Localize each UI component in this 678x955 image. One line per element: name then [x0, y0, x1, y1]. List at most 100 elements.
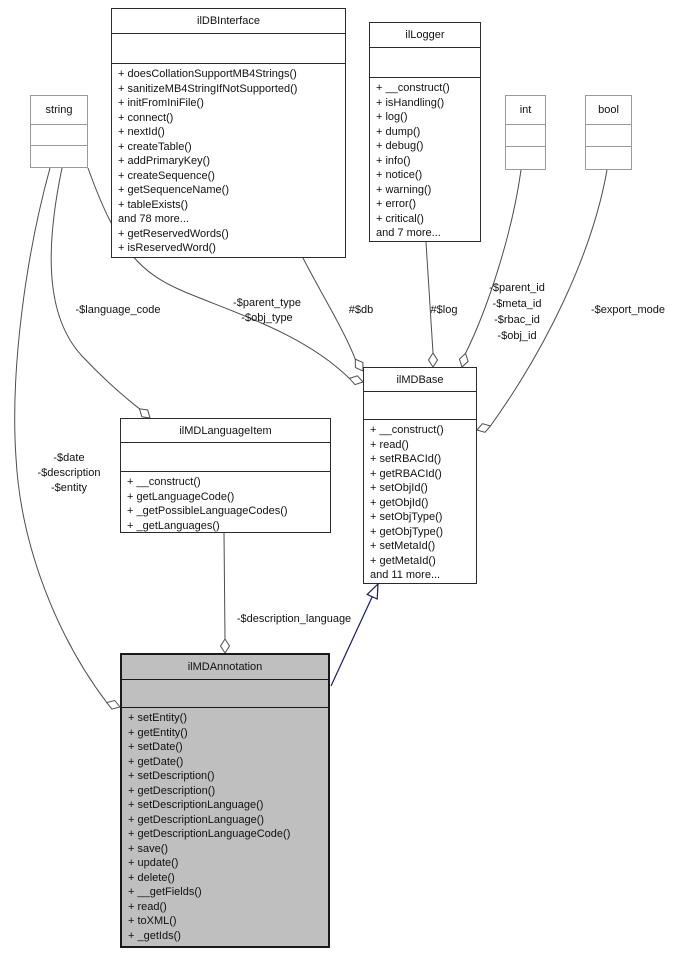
class-node-ilmdbase[interactable]: ilMDBase + __construct()+ read()+ setRBA… [363, 367, 477, 584]
class-attributes-empty [370, 48, 480, 78]
method-label: + getReservedWords() [118, 227, 229, 240]
method-label: + createSequence() [118, 169, 215, 182]
class-attributes-empty [586, 125, 631, 147]
method-label: + createTable() [118, 140, 192, 153]
class-node-ilmdannotation[interactable]: ilMDAnnotation + setEntity() + getEntity(… [120, 653, 330, 948]
method-label: + critical() [376, 212, 424, 225]
method-label: + getSequenceName() [118, 184, 229, 196]
method-label: + nextId() [118, 126, 165, 138]
method-label: + __getFields() [128, 886, 202, 898]
edge-illogger-to-ilmdbase [425, 241, 434, 354]
method-label: + setMetaId() [370, 540, 436, 552]
method-label: + _getIds() [128, 929, 181, 942]
method-label: + setObjId() [370, 482, 428, 494]
class-attributes-empty [364, 392, 476, 420]
class-attributes-empty [121, 443, 330, 472]
method-label: + sanitizeMB4StringIfNotSupported() [118, 82, 298, 95]
class-node-int[interactable]: int [505, 95, 546, 170]
method-label: + _getLanguages() [127, 519, 220, 532]
edge-string-to-ilmdannotation [14, 167, 108, 703]
method-label: + getMetaId() [370, 554, 436, 567]
method-label: + setEntity() [128, 712, 187, 724]
edge-ilmdlanguageitem-to-ilmdannotation [223, 532, 226, 640]
edge-label-line: -$description [37, 467, 101, 479]
class-methods: + __construct()+ getLanguageCode()+ _get… [121, 472, 330, 532]
edge-label-db: #$db [348, 304, 374, 316]
method-label: + update() [128, 857, 179, 869]
method-label: + dump() [376, 125, 421, 138]
method-label: + getEntity() [128, 726, 188, 739]
method-label: + tableExists() [118, 198, 188, 211]
method-label: + getDescriptionLanguageCode() [128, 828, 291, 840]
aggregation-diamond [427, 352, 439, 368]
method-label: + initFromIniFile() [118, 97, 204, 109]
method-label: and 78 more... [118, 213, 189, 225]
edge-label-date-description-entity: -$date -$description -$entity [38, 451, 101, 496]
method-label: + getObjId() [370, 496, 429, 509]
aggregation-diamond [458, 352, 469, 368]
method-label: + setDescriptionLanguage() [128, 799, 264, 811]
aggregation-diamond [105, 699, 121, 710]
edge-label-parent-obj-type: -$parent_type -$obj_type [233, 296, 301, 326]
aggregation-diamond [138, 408, 151, 419]
method-label: + notice() [376, 169, 423, 181]
method-label: + getObjType() [370, 525, 444, 538]
method-label: and 7 more... [376, 227, 441, 239]
class-title: int [506, 96, 545, 125]
class-methods: + __construct()+ isHandling()+ log()+ du… [370, 78, 480, 241]
edge-int-to-ilmdbase [465, 169, 522, 354]
method-label: + info() [376, 154, 411, 167]
edge-label-language-code: -$language_code [75, 304, 161, 316]
method-label: + log() [376, 111, 408, 123]
method-label: + addPrimaryKey() [118, 155, 211, 167]
method-label: + getDescription() [128, 784, 216, 797]
aggregation-diamond [348, 375, 364, 386]
method-label: + _getPossibleLanguageCodes() [127, 505, 288, 517]
class-title: ilMDAnnotation [122, 655, 328, 680]
aggregation-diamond [354, 358, 364, 372]
class-node-string[interactable]: string [30, 95, 88, 168]
class-title: ilDBInterface [112, 9, 345, 34]
edge-label-line: -$entity [50, 482, 88, 494]
class-title: string [31, 96, 87, 125]
class-node-ilmdlanguageitem[interactable]: ilMDLanguageItem + __construct()+ getLan… [120, 418, 331, 533]
inheritance-edge-ilmdannotation-to-ilmdbase [330, 596, 373, 687]
class-node-illogger[interactable]: ilLogger + __construct()+ isHandling()+ … [369, 22, 481, 242]
aggregation-diamond [219, 638, 231, 654]
edge-label-line: -$obj_id [497, 330, 537, 342]
inheritance-arrow [366, 582, 379, 600]
class-attributes-empty [122, 680, 328, 708]
edge-label-log: #$log [430, 304, 458, 316]
edge-string-to-ilmdlanguageitem [50, 167, 140, 410]
class-node-bool[interactable]: bool [585, 95, 632, 170]
method-label: + getDescriptionLanguage() [128, 813, 265, 826]
edge-label-ids: -$parent_id -$meta_id -$rbac_id -$obj_id [489, 280, 545, 344]
class-title: ilLogger [370, 23, 480, 48]
edge-ildbinterface-to-ilmdbase [302, 257, 356, 360]
method-label: + setDate() [128, 741, 183, 753]
class-methods: + doesCollationSupportMB4Strings() + sani… [112, 64, 345, 257]
edge-label-line: -$obj_type [241, 312, 293, 324]
method-label: + __construct() [376, 82, 450, 94]
method-label: + getDate() [128, 755, 184, 768]
method-label: + __construct() [127, 476, 201, 488]
class-methods: + __construct()+ read()+ setRBACId()+ ge… [364, 420, 476, 583]
class-title: ilMDLanguageItem [121, 419, 330, 443]
method-label: + debug() [376, 140, 424, 152]
edge-label-description-language: -$description_language [236, 613, 352, 625]
method-label: + error() [376, 198, 417, 210]
class-title: ilMDBase [364, 368, 476, 392]
method-label: + doesCollationSupportMB4Strings() [118, 68, 297, 80]
method-label: + read() [128, 900, 167, 913]
class-title: bool [586, 96, 631, 125]
edge-label-line: -$rbac_id [494, 314, 540, 326]
method-label: + connect() [118, 111, 174, 124]
edge-label-export-mode: -$export_mode [591, 304, 665, 316]
method-label: + setRBACId() [370, 453, 442, 465]
method-label: + save() [128, 842, 169, 855]
class-attributes-empty [506, 125, 545, 147]
class-node-ildbinterface[interactable]: ilDBInterface + doesCollationSupportMB4S… [111, 8, 346, 258]
method-label: + warning() [376, 183, 432, 196]
method-label: + getRBACId() [370, 467, 442, 480]
